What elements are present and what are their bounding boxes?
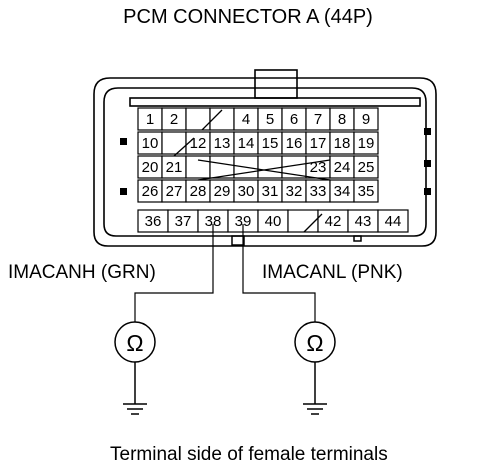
terminal-number-13: 13 <box>214 135 231 152</box>
terminal-number-16: 16 <box>286 135 303 152</box>
terminal-number-2: 2 <box>170 111 178 128</box>
terminal-number-21: 21 <box>166 159 183 176</box>
terminal-number-34: 34 <box>334 183 351 200</box>
terminal-number-15: 15 <box>262 135 279 152</box>
terminal-row-4: 26 27 28 29 30 31 32 33 34 35 <box>137 179 379 203</box>
terminal-cell <box>353 155 379 179</box>
terminal-cell <box>353 179 379 203</box>
terminal-cell <box>377 209 409 233</box>
terminal-number-40: 40 <box>265 213 282 230</box>
ohm-symbol-left: Ω <box>126 330 143 356</box>
terminal-number-14: 14 <box>238 135 255 152</box>
terminal-row-3: 20 21 23 24 25 <box>137 155 379 179</box>
terminal-number-12: 12 <box>190 135 207 152</box>
terminal-number-30: 30 <box>238 183 255 200</box>
terminal-cell <box>185 107 211 131</box>
terminal-row-2: 10 12 13 14 15 16 17 18 19 <box>137 131 379 155</box>
terminal-number-42: 42 <box>325 213 342 230</box>
connector-keys <box>231 235 362 246</box>
connector-housing <box>93 69 437 247</box>
ohmmeter-right: Ω <box>294 321 336 363</box>
terminal-number-24: 24 <box>334 159 351 176</box>
imacanh-label: IMACANH (GRN) <box>8 262 156 283</box>
terminal-number-18: 18 <box>334 135 351 152</box>
terminal-number-4: 4 <box>242 111 250 128</box>
terminal-number-27: 27 <box>166 183 183 200</box>
terminal-number-1: 1 <box>146 111 154 128</box>
terminal-cell <box>257 155 283 179</box>
terminal-number-8: 8 <box>338 111 346 128</box>
terminal-number-26: 26 <box>142 183 159 200</box>
terminal-number-23: 23 <box>310 159 327 176</box>
terminal-row-5: 36 37 38 39 40 42 43 44 <box>137 209 409 233</box>
ohmmeter-left: Ω <box>114 321 156 363</box>
ground-symbol-right <box>303 362 327 415</box>
terminal-cell <box>353 107 379 131</box>
terminal-number-39: 39 <box>235 213 252 230</box>
terminal-number-35: 35 <box>358 183 375 200</box>
side-lock-tabs <box>120 128 431 195</box>
terminal-number-32: 32 <box>286 183 303 200</box>
terminal-number-43: 43 <box>355 213 372 230</box>
terminal-number-10: 10 <box>142 135 159 152</box>
ground-symbol-left <box>123 362 147 415</box>
terminal-number-37: 37 <box>175 213 192 230</box>
terminal-number-7: 7 <box>314 111 322 128</box>
terminal-number-5: 5 <box>266 111 274 128</box>
ohm-symbol-right: Ω <box>306 330 323 356</box>
terminal-number-6: 6 <box>290 111 298 128</box>
terminal-cell <box>353 131 379 155</box>
diagram-title: PCM CONNECTOR A (44P) <box>123 6 373 28</box>
terminal-number-25: 25 <box>358 159 375 176</box>
imacanl-label: IMACANL (PNK) <box>262 262 403 283</box>
terminal-number-17: 17 <box>310 135 327 152</box>
terminal-side-caption: Terminal side of female terminals <box>110 444 388 465</box>
terminal-number-19: 19 <box>358 135 375 152</box>
terminal-number-29: 29 <box>214 183 231 200</box>
terminal-cell <box>287 209 319 233</box>
terminal-number-33: 33 <box>310 183 327 200</box>
terminal-cell <box>161 131 187 155</box>
terminal-number-9: 9 <box>362 111 370 128</box>
terminal-number-28: 28 <box>190 183 207 200</box>
blank-cavity-marks <box>173 109 331 233</box>
terminal-number-36: 36 <box>145 213 162 230</box>
terminal-cell <box>185 155 211 179</box>
terminal-number-44: 44 <box>385 213 402 230</box>
terminal-number-20: 20 <box>142 159 159 176</box>
terminal-number-38: 38 <box>205 213 222 230</box>
terminal-number-31: 31 <box>262 183 279 200</box>
probe-wires <box>134 224 316 322</box>
